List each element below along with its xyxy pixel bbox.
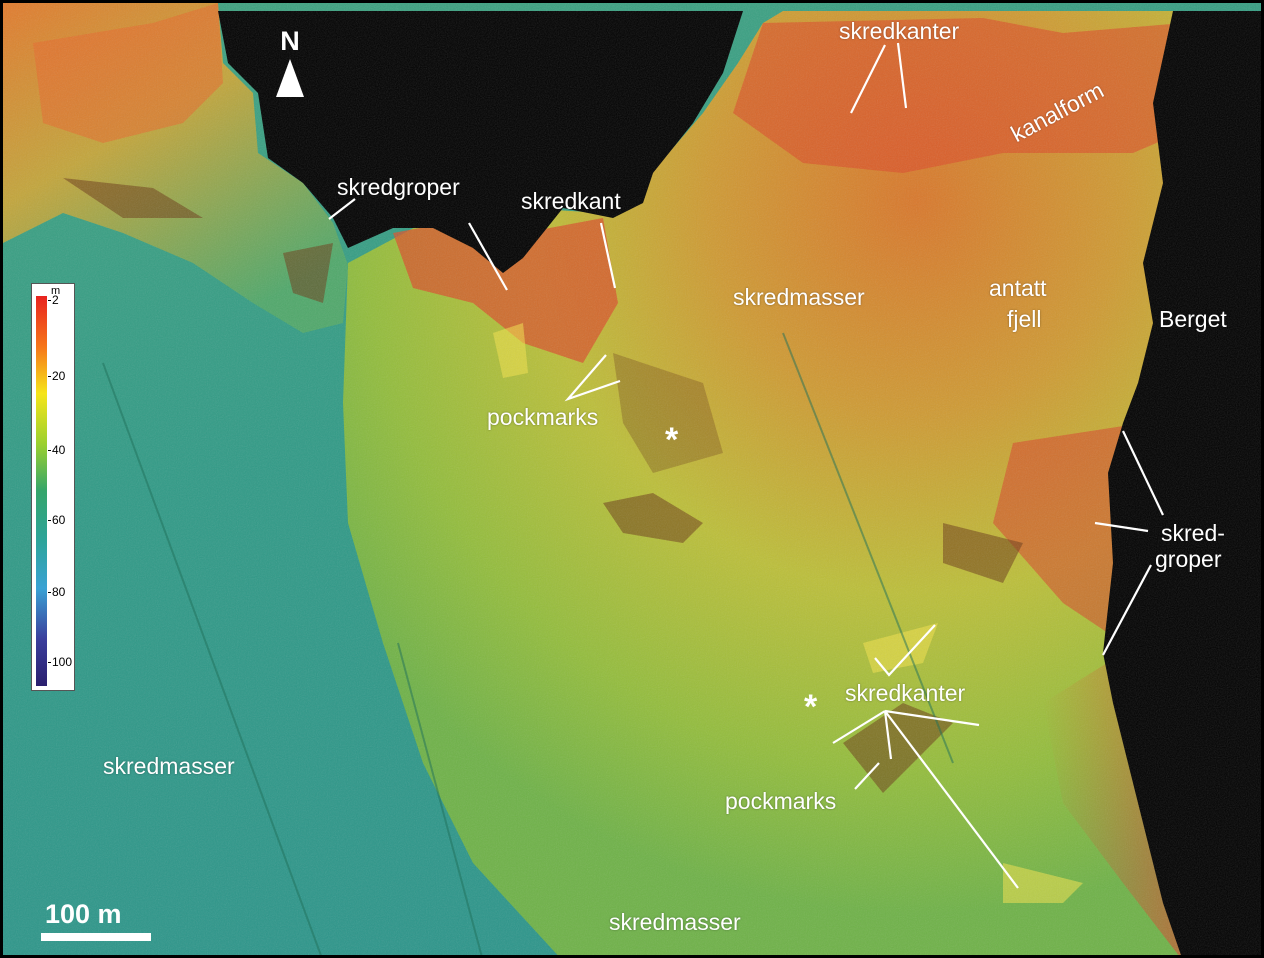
asterisk-lower: * — [804, 688, 818, 726]
label-antatt: antatt — [989, 275, 1047, 301]
scale-bar — [41, 933, 151, 941]
label-berget: Berget — [1159, 306, 1227, 332]
depth-scale: m 2 20 40 60 80 100 — [31, 283, 75, 691]
label-skredkanter-lower: skredkanter — [845, 680, 966, 706]
label-skredgroper-left: skredgroper — [337, 174, 460, 200]
label-skredkanter-top: skredkanter — [839, 18, 960, 44]
depth-tick-60: 60 — [48, 514, 65, 526]
asterisk-upper: * — [665, 421, 679, 459]
label-skredmasser-center: skredmasser — [733, 284, 865, 310]
depth-tick-2: 2 — [48, 294, 59, 306]
label-skred: skred- — [1161, 520, 1225, 546]
depth-tick-20: 20 — [48, 370, 65, 382]
bathymetry-map — [3, 3, 1261, 955]
label-skredkant: skredkant — [521, 188, 621, 214]
label-skredmasser-left: skredmasser — [103, 753, 235, 779]
depth-colorbar — [36, 296, 47, 686]
label-pockmarks-upper: pockmarks — [487, 404, 599, 430]
north-arrow-icon — [276, 59, 304, 97]
label-groper: groper — [1155, 546, 1222, 572]
label-skredmasser-bottom: skredmasser — [609, 909, 741, 935]
leader-lines — [328, 42, 1164, 889]
north-letter: N — [280, 26, 300, 56]
depth-tick-80: 80 — [48, 586, 65, 598]
depth-tick-100: 100 — [48, 656, 72, 668]
north-arrow: N — [273, 27, 307, 97]
depth-scale-unit: m — [51, 285, 61, 297]
depth-tick-40: 40 — [48, 444, 65, 456]
scale-bar-label: 100 m — [45, 899, 122, 929]
label-pockmarks-lower: pockmarks — [725, 788, 837, 814]
label-fjell: fjell — [1007, 306, 1042, 332]
